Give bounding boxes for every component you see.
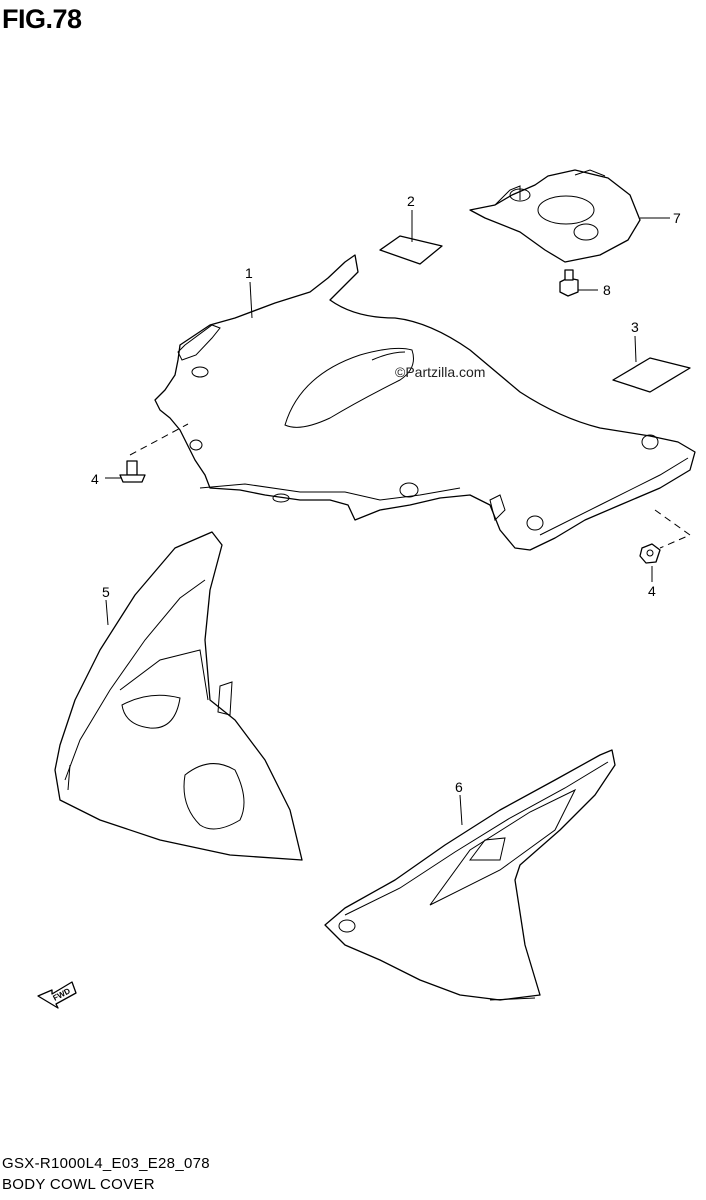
section-name: BODY COWL COVER [2, 1176, 155, 1193]
part-3-pad[interactable] [612, 357, 691, 393]
callout-7: 7 [673, 210, 681, 226]
part-1-body-cowl[interactable] [154, 254, 696, 551]
part-2-pad[interactable] [379, 235, 443, 265]
part-4-clip-right[interactable] [639, 543, 661, 564]
fwd-arrow-icon: FWD [37, 981, 77, 1009]
callout-3: 3 [631, 319, 639, 335]
part-6-right-cover[interactable] [324, 749, 616, 1001]
callout-5: 5 [102, 584, 110, 600]
part-8-bolt[interactable] [559, 269, 579, 297]
leader-lines [105, 210, 692, 826]
callout-4-right: 4 [648, 583, 656, 599]
part-5-left-cover[interactable] [54, 531, 303, 861]
part-7-upper-cover[interactable] [469, 169, 641, 263]
part-4-clip-left[interactable] [119, 460, 146, 483]
callout-2: 2 [407, 193, 415, 209]
callout-1: 1 [245, 265, 253, 281]
watermark-text: ©Partzilla.com [395, 364, 485, 380]
figure-title: FIG.78 [2, 4, 82, 34]
model-code: GSX-R1000L4_E03_E28_078 [2, 1155, 210, 1172]
callout-4-left: 4 [91, 471, 99, 487]
callout-8: 8 [603, 282, 611, 298]
callout-6: 6 [455, 779, 463, 795]
